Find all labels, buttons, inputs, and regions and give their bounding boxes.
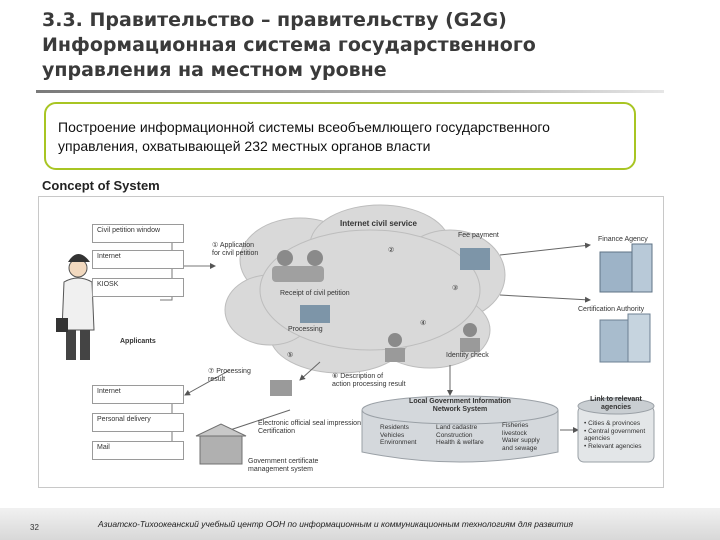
step-2-label: ②	[388, 247, 395, 254]
applicant-person-icon	[56, 254, 95, 360]
finance-building-icon	[599, 243, 653, 293]
page-number: 32	[30, 523, 39, 532]
cert-authority-building-icon	[599, 313, 651, 363]
receipt-label: Receipt of civil petition	[280, 290, 350, 297]
cloud-title: Internet civil service	[340, 219, 417, 228]
step-3-label: ③	[452, 285, 459, 292]
link-items: • Cities & provinces• Central government…	[584, 420, 646, 450]
identity-check-label: Identity check	[446, 352, 489, 359]
cert-authority-label: Certification Authority	[578, 306, 645, 313]
internet-return-box: Internet	[92, 385, 184, 404]
fee-payment-label: Fee payment	[458, 232, 499, 239]
concept-title: Concept of System	[42, 178, 160, 193]
title-line-2: Информационная система государственного	[42, 34, 536, 56]
cloud-icons	[270, 248, 490, 396]
applicants-label: Applicants	[120, 338, 156, 345]
title-divider	[36, 90, 664, 93]
personal-delivery-box: Personal delivery	[92, 413, 184, 432]
callout-box: Построение информационной системы всеобъ…	[44, 102, 636, 170]
footer-bar	[0, 508, 720, 540]
gov-building-icon	[195, 423, 247, 465]
internet-box: Internet	[92, 250, 184, 269]
step-5-label: ⑤	[287, 352, 294, 359]
finance-agency-label: Finance Agency	[598, 236, 648, 243]
callout-line-1: Построение информационной системы всеобъ…	[58, 119, 550, 135]
title-line-1: 3.3. Правительство – правительству (G2G)	[42, 9, 507, 31]
callout-line-2: управления, охватывающей 232 местных орг…	[58, 138, 431, 154]
kiosk-box: KIOSK	[92, 278, 184, 297]
civil-petition-window-box: Civil petition window	[92, 224, 184, 243]
slide-title: 3.3. Правительство – правительству (G2G)…	[42, 8, 702, 83]
title-line-3: управления на местном уровне	[42, 59, 387, 81]
footer-text: Азиатско-Тихоокеанский учебный центр ООН…	[98, 519, 573, 529]
step-4-label: ④	[420, 320, 427, 327]
mail-box: Mail	[92, 441, 184, 460]
lgin-database	[361, 395, 559, 463]
link-agencies-box	[577, 397, 655, 463]
processing-label: Processing	[288, 326, 323, 333]
